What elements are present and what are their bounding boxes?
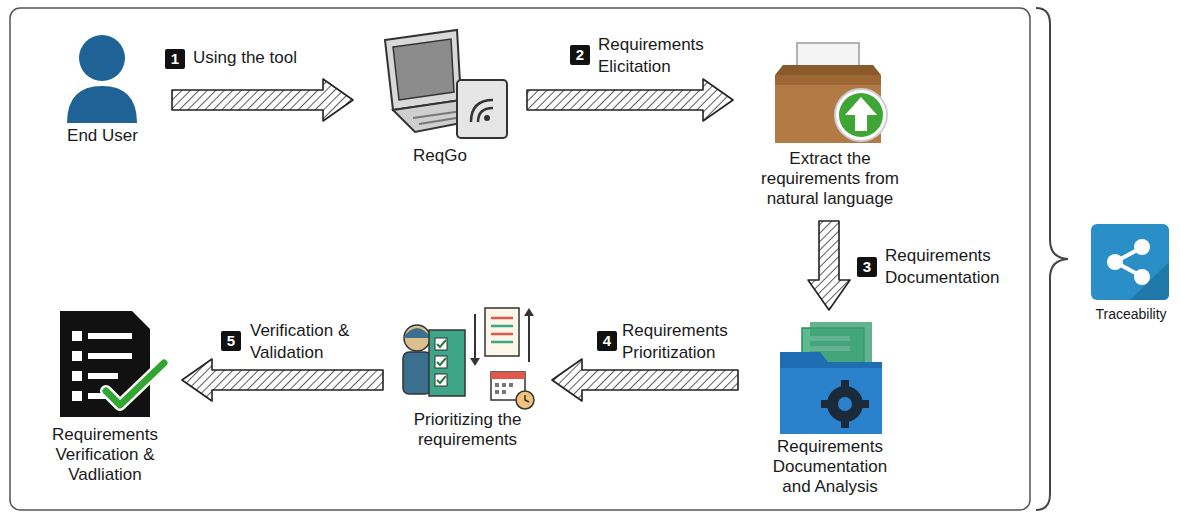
edge-label: Requirements Documentation	[885, 245, 1020, 289]
node-icon	[750, 322, 910, 437]
hatched-arrow	[808, 221, 850, 310]
node-label: Prioritizing the requirements	[397, 410, 539, 450]
arrow-shape	[808, 221, 850, 310]
node-icon	[45, 28, 160, 126]
node-icon	[395, 300, 540, 410]
curly-bracket	[1036, 8, 1068, 510]
node-label: Extract the requirements from natural la…	[752, 149, 908, 209]
arrow-shape	[552, 359, 738, 401]
icon-node: Traceability	[1083, 222, 1179, 324]
process-frame	[10, 8, 1030, 510]
node-icon	[40, 305, 170, 425]
arrow-shape	[527, 79, 733, 121]
node-label: ReqGo	[368, 146, 512, 166]
callout-number: 1	[165, 49, 185, 69]
icon-node: End User	[45, 28, 160, 146]
hatched-arrow	[552, 359, 738, 401]
callout-number: 2	[570, 45, 590, 65]
node-label: Traceability	[1083, 304, 1179, 324]
hatched-arrow	[527, 79, 733, 121]
callout-number: 5	[221, 331, 241, 351]
edge-label: Requirements Prioritization	[622, 320, 750, 364]
edge-label: Requirements Elicitation	[598, 34, 716, 78]
edge-label: Using the tool	[193, 47, 323, 69]
icon-node: Extract the requirements from natural la…	[745, 35, 915, 209]
node-label: Requirements Documentation and Analysis	[762, 437, 898, 497]
arrow-shape	[172, 79, 353, 121]
icon-node: Requirements Verification & Vadliation	[40, 305, 170, 485]
icon-node: Prioritizing the requirements	[395, 300, 540, 450]
node-icon	[1085, 222, 1177, 304]
icon-node: ReqGo	[365, 22, 515, 166]
edge-label: Verification & Validation	[250, 320, 370, 364]
callout-number: 4	[597, 331, 617, 351]
arrow-shape	[182, 359, 383, 401]
node-icon	[745, 35, 915, 149]
node-icon	[365, 22, 515, 146]
callout-number: 3	[857, 257, 877, 277]
hatched-arrow	[172, 79, 353, 121]
node-label: End User	[46, 126, 160, 146]
node-label: Requirements Verification & Vadliation	[40, 425, 170, 485]
icon-node: Requirements Documentation and Analysis	[750, 322, 910, 497]
hatched-arrow	[182, 359, 383, 401]
